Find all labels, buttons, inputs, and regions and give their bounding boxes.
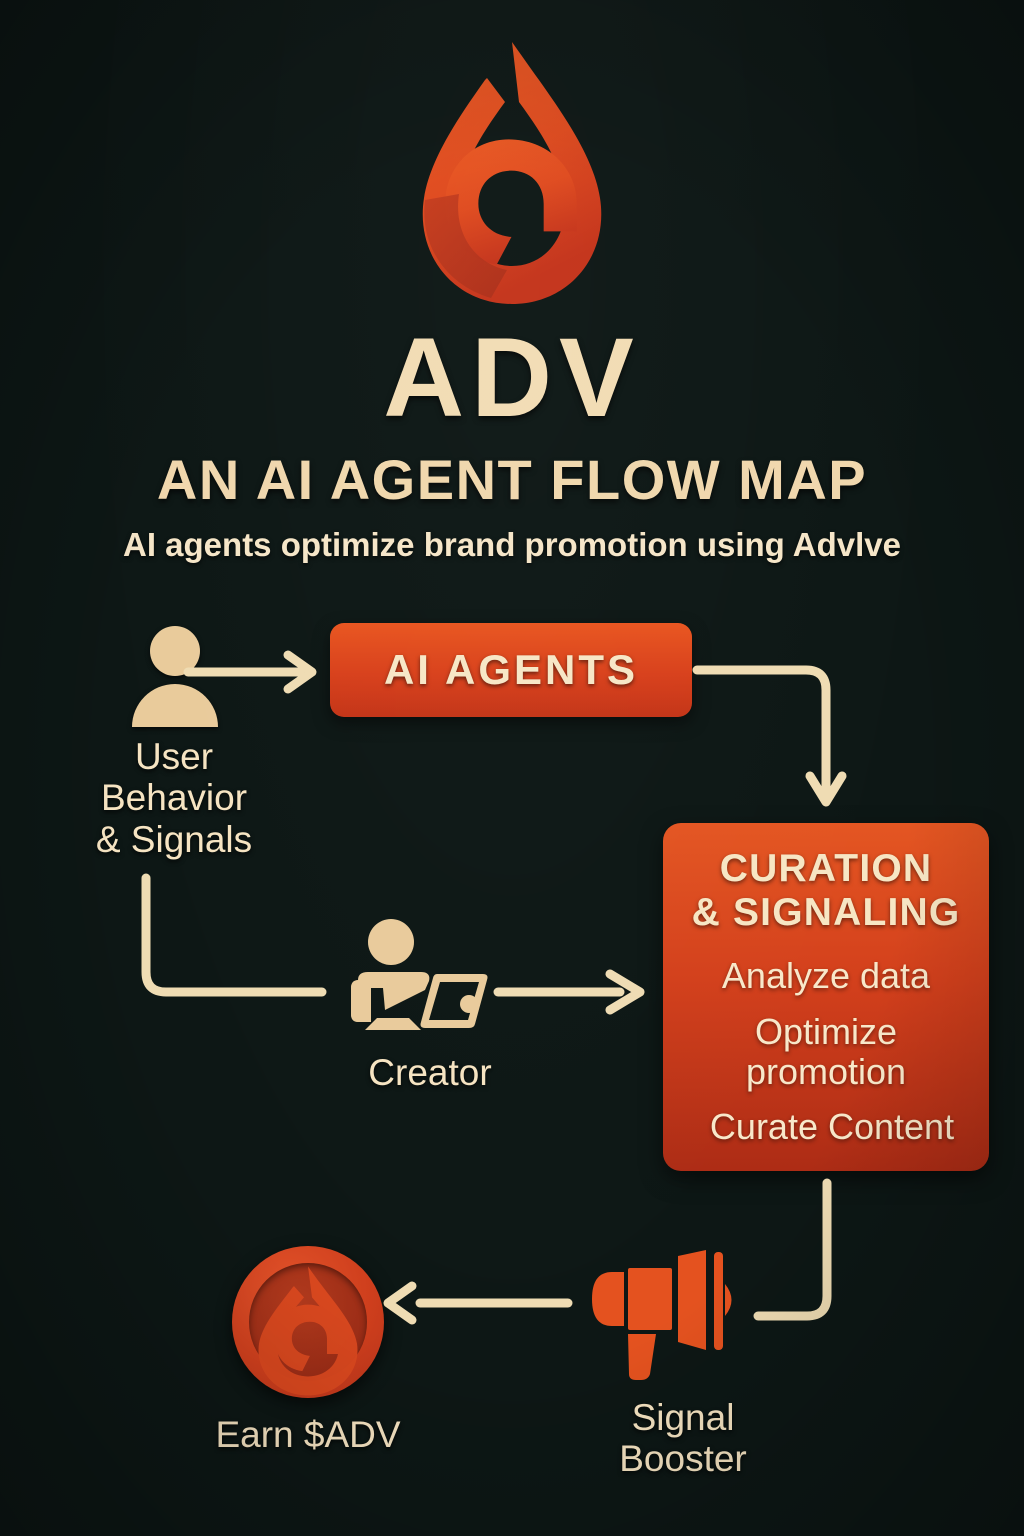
node-signal-booster[interactable]: Signal Booster: [578, 1250, 788, 1480]
adv-coin-icon: [232, 1246, 384, 1398]
curation-item: Optimize promotion: [745, 1010, 907, 1092]
node-curation-signaling[interactable]: CURATION & SIGNALING Analyze data Optimi…: [663, 823, 989, 1171]
curation-title: CURATION & SIGNALING: [691, 847, 961, 934]
connector-signal-booster-to-earn: [383, 1281, 573, 1325]
curation-items-list: Analyze data Optimize promotion Curate C…: [673, 956, 979, 1146]
brand-logo: [0, 36, 1024, 326]
page-title: ADV: [383, 315, 641, 440]
coin-flame-emblem: [258, 1266, 358, 1396]
megaphone-icon: [592, 1250, 732, 1380]
adv-flame-spiral-logo: [422, 42, 602, 304]
node-ai-agents[interactable]: AI AGENTS: [330, 623, 692, 717]
creator-person-laptop-icon: [351, 919, 488, 1030]
connector-creator-to-curation: [493, 969, 645, 1015]
connector-user-to-ai-agents: [183, 650, 317, 694]
node-label-signal-booster: Signal Booster: [619, 1397, 747, 1480]
page-subtitle: AN AI AGENT FLOW MAP: [156, 448, 868, 511]
node-earn-adv[interactable]: Earn $ADV: [188, 1246, 428, 1455]
node-label-earn-adv: Earn $ADV: [215, 1414, 401, 1455]
node-label-creator: Creator: [368, 1052, 492, 1093]
page-tagline: AI agents optimize brand promotion using…: [123, 526, 901, 563]
connector-user-to-creator: [141, 873, 327, 997]
curation-item: Curate Content: [709, 1106, 955, 1148]
node-creator[interactable]: Creator: [300, 918, 560, 1093]
connector-curation-to-signal-booster: [753, 1178, 832, 1321]
connector-ai-agents-to-curation: [692, 665, 847, 807]
node-label-ai-agents: AI AGENTS: [383, 646, 639, 693]
node-label-user: User Behavior & Signals: [95, 736, 253, 860]
curation-item: Analyze data: [721, 955, 931, 997]
